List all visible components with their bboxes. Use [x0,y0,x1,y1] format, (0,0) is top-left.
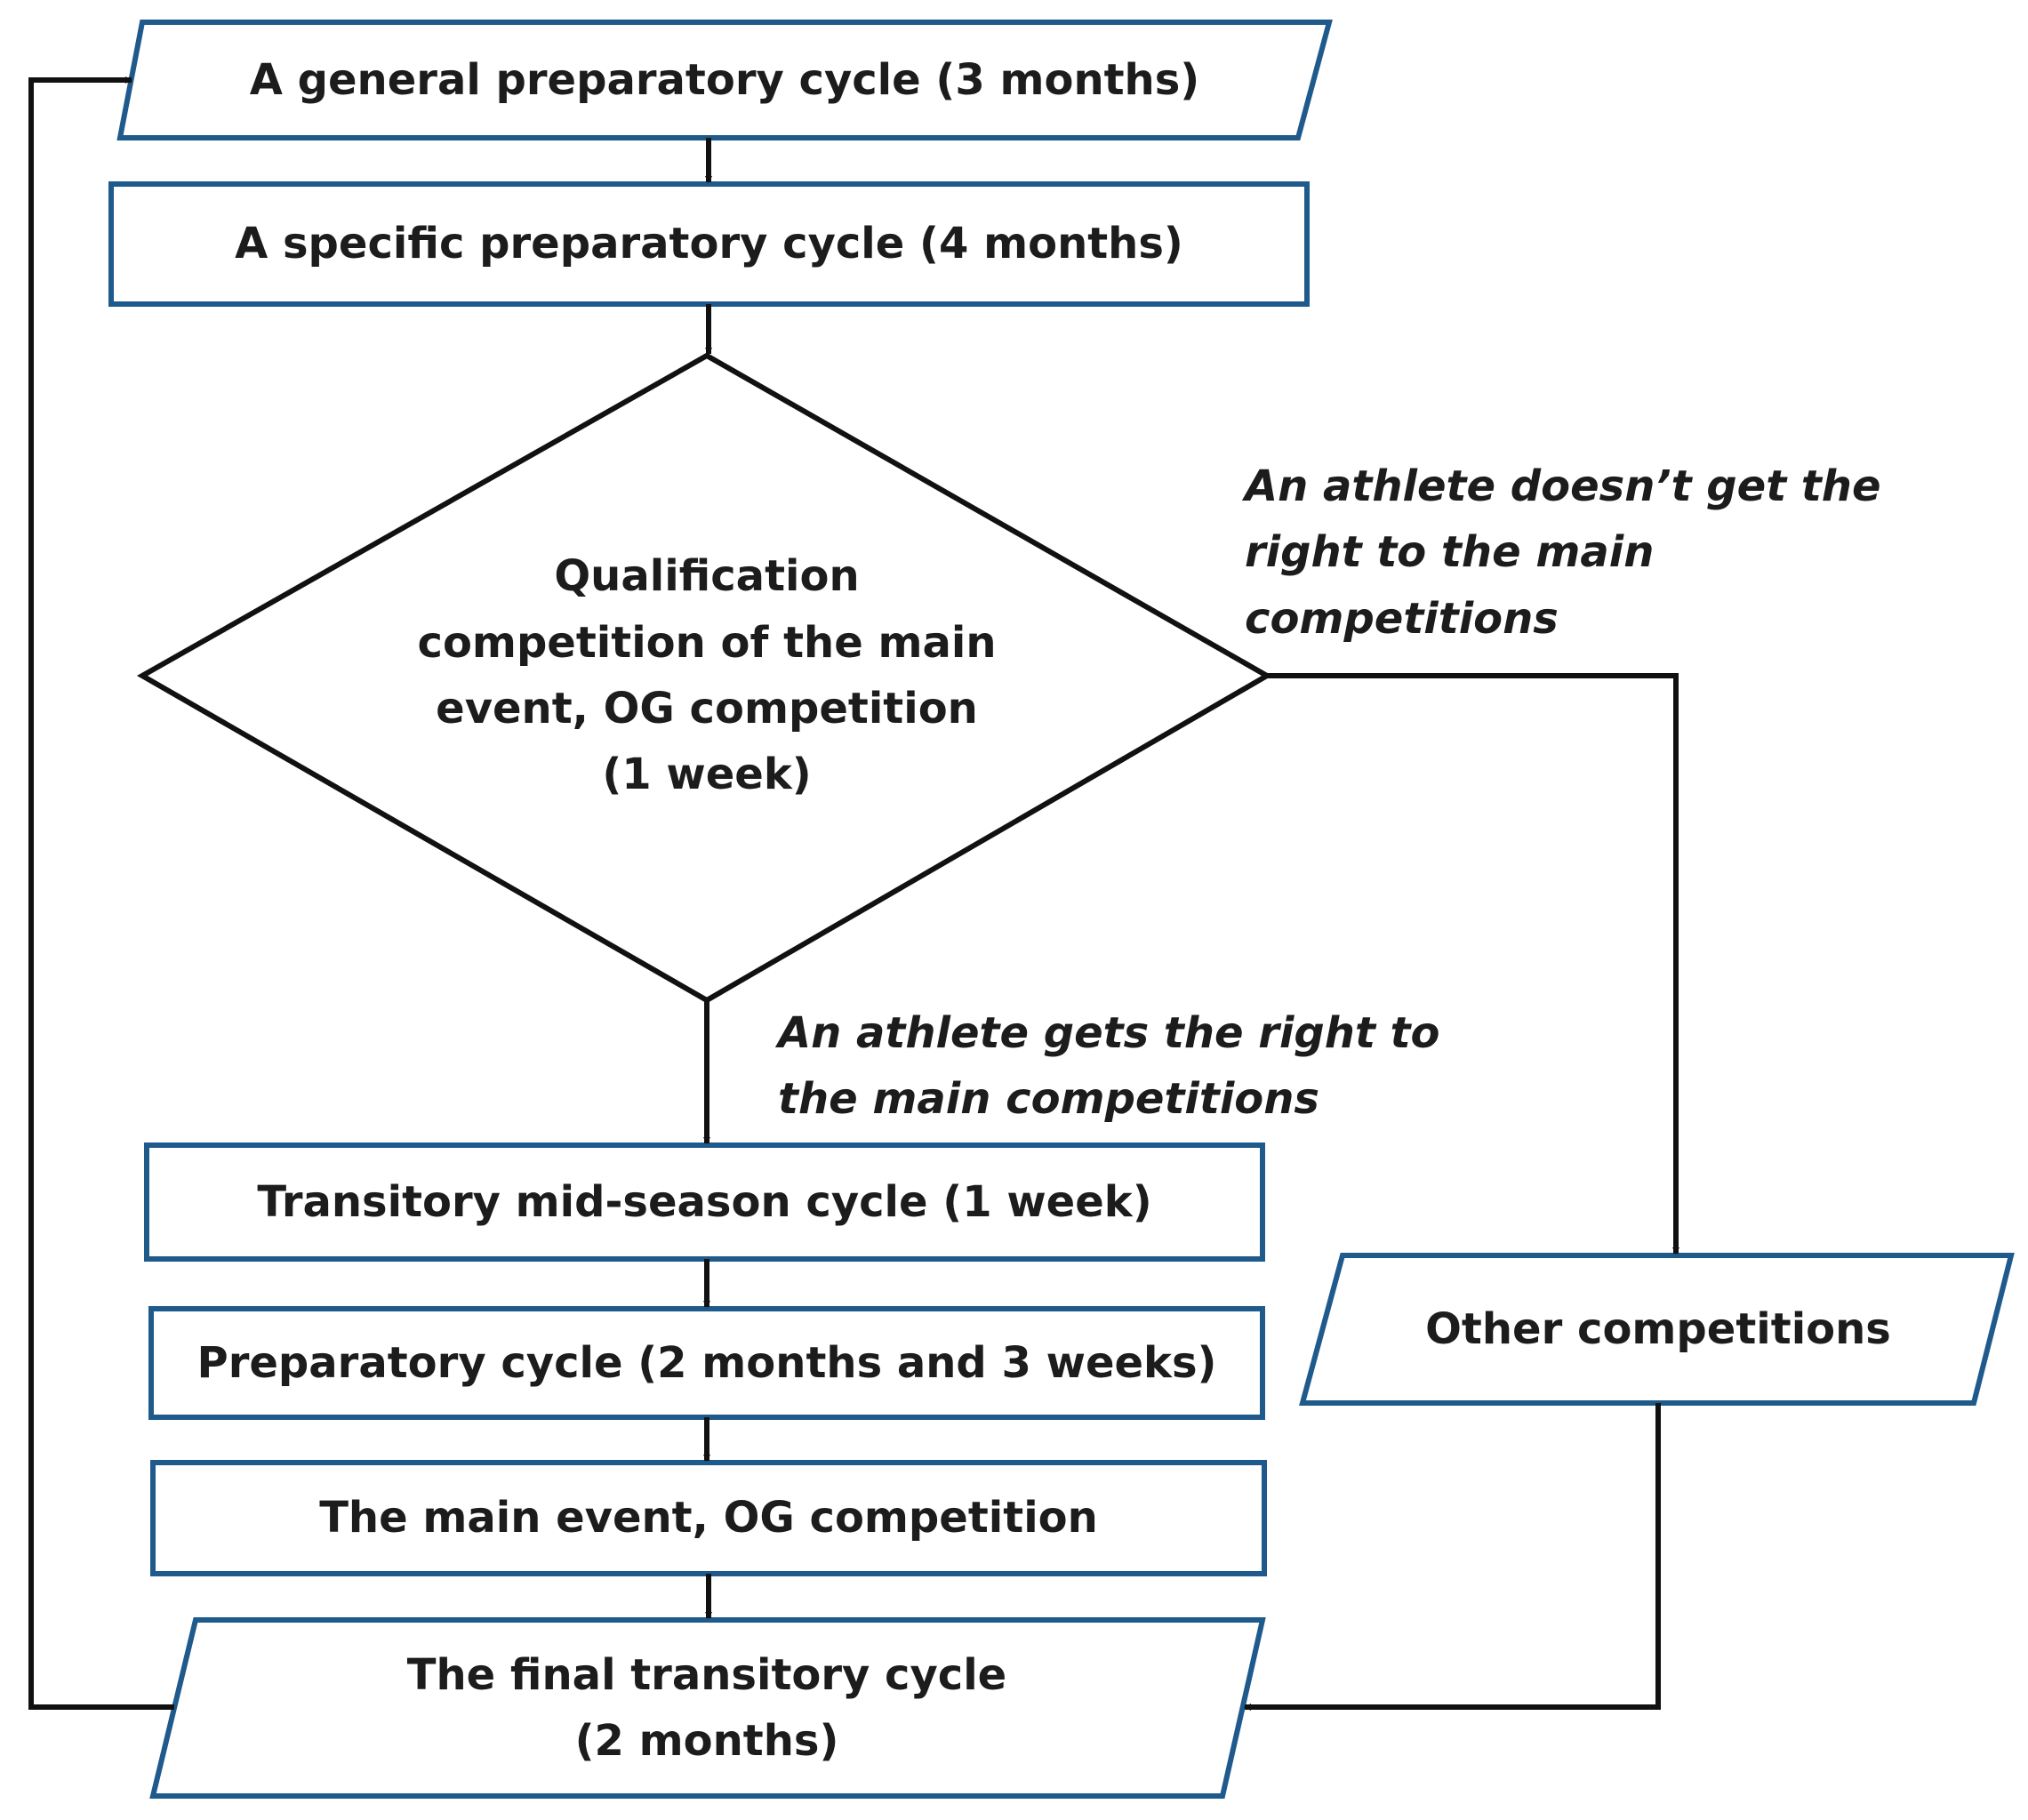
specific-cycle-label: A specific preparatory cycle (4 months) [235,219,1183,269]
qualification-label: Qualification competition of the main ev… [373,533,1040,818]
qualification-label-line-1: Qualification [554,551,860,602]
final-cycle-label-line-2: (2 months) [574,1716,839,1766]
qualified-line-2: the main competitions [778,1074,1319,1125]
general-cycle-label: A general preparatory cycle (3 months) [249,54,1200,105]
final-cycle-label: The final transitory cycle (2 months) [169,1620,1245,1796]
arrow-qualification-to-other [1267,673,1679,1255]
qualification-label-line-4: (1 week) [602,750,812,800]
specific-cycle-shape [108,181,1310,307]
qualification-label-line-3: event, OG competition [436,684,978,734]
transitory-mid-shape [144,1143,1265,1262]
final-cycle-label-line-1: The final transitory cycle [406,1649,1007,1700]
preparatory-cycle-label: Preparatory cycle (2 months and 3 weeks) [196,1337,1217,1388]
arrow-other-to-final [1244,1403,1661,1711]
other-competitions-shape [1299,1253,2015,1406]
qualified-line-1: An athlete gets the right to [778,1008,1440,1058]
general-cycle-shape [116,20,1333,140]
qualified-annotation: An athlete gets the right to the main co… [778,1000,1440,1133]
qualification-label-line-2: competition of the main [417,617,997,668]
arrow-final-loop-to-general [28,76,174,1710]
not-qualified-line-1: An athlete doesn’t get the [1245,461,1881,511]
not-qualified-line-2: right to the main [1245,527,1655,578]
main-event-label: The main event, OG competition [319,1493,1098,1543]
not-qualified-line-3: competitions [1245,593,1559,644]
other-competitions-label: Other competitions [1425,1303,1891,1354]
not-qualified-annotation: An athlete doesn’t get the right to the … [1245,453,1881,652]
transitory-mid-label: Transitory mid-season cycle (1 week) [257,1176,1152,1227]
final-cycle-shape [149,1617,1266,1799]
